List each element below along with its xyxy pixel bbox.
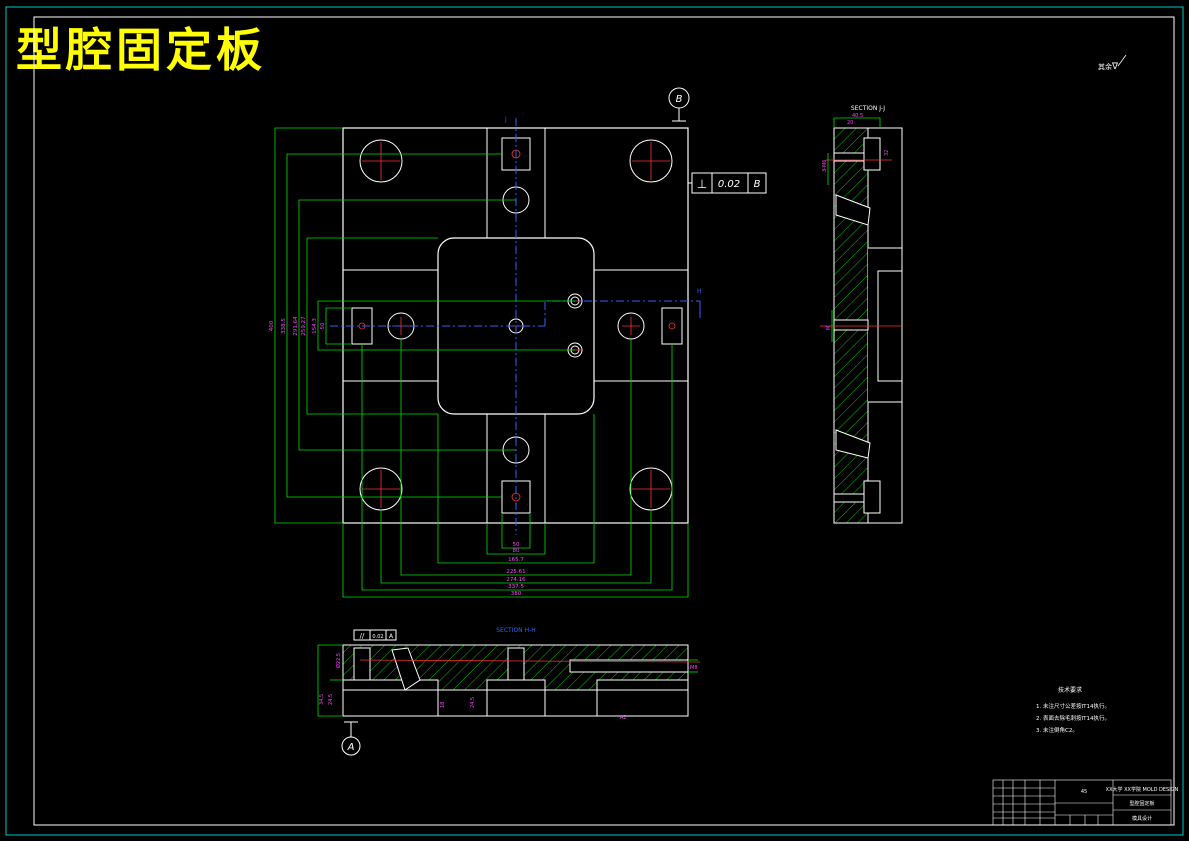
svg-text:154.3: 154.3 [312, 318, 318, 334]
svg-text:M8: M8 [690, 665, 698, 671]
svg-text:400: 400 [269, 320, 275, 331]
svg-text:M: M [826, 326, 832, 330]
section-hh-view: SECTION H-H // 0.02 A A [317, 627, 701, 756]
datum-b-marker: B [668, 87, 690, 122]
svg-text:A2: A2 [620, 715, 627, 721]
svg-text:259.27: 259.27 [301, 316, 307, 336]
svg-text:Ø22.5: Ø22.5 [335, 653, 342, 668]
svg-text:A: A [389, 633, 394, 640]
svg-text:A: A [347, 742, 355, 753]
svg-text://: // [360, 632, 365, 640]
guide-hole-tl [359, 139, 403, 183]
svg-text:J: J [504, 116, 507, 123]
svg-text:20: 20 [847, 120, 853, 126]
svg-text:模具设计: 模具设计 [1132, 815, 1152, 822]
svg-text:18: 18 [440, 702, 446, 708]
svg-text:SECTION H-H: SECTION H-H [496, 627, 536, 634]
svg-text:其余: 其余 [1098, 62, 1112, 71]
svg-text:337.5: 337.5 [508, 584, 524, 590]
plan-view: J H 50 80 165.7 225.6 [269, 87, 767, 598]
svg-text:1. 未注尺寸公差按IT14执行。: 1. 未注尺寸公差按IT14执行。 [1036, 702, 1110, 710]
svg-text:165.7: 165.7 [508, 557, 524, 563]
drawing-title: 型腔固定板 [16, 23, 266, 77]
technical-notes: 技术要求 1. 未注尺寸公差按IT14执行。 2. 表面去除毛刺按IT14执行。… [1036, 686, 1110, 734]
svg-text:3. 未注倒角C2。: 3. 未注倒角C2。 [1036, 726, 1078, 734]
svg-text:274.16: 274.16 [506, 577, 526, 583]
svg-text:291.64: 291.64 [293, 316, 299, 336]
svg-text:50: 50 [320, 322, 326, 329]
svg-text:34.5: 34.5 [319, 694, 325, 705]
svg-text:380: 380 [511, 591, 522, 597]
svg-text:3-M6: 3-M6 [822, 160, 828, 172]
svg-text:B: B [754, 179, 761, 190]
svg-text:225.61: 225.61 [506, 569, 525, 575]
svg-text:∇: ∇ [1111, 62, 1119, 72]
svg-text:XX大学 XX学院 MOLD DESIGN: XX大学 XX学院 MOLD DESIGN [1106, 786, 1179, 793]
inner-frame [33, 16, 1175, 826]
svg-text:H: H [697, 288, 702, 295]
svg-text:B: B [676, 94, 683, 105]
svg-text:2. 表面去除毛刺按IT14执行。: 2. 表面去除毛刺按IT14执行。 [1036, 714, 1110, 722]
svg-text:24.5: 24.5 [470, 697, 476, 708]
svg-text:0.02: 0.02 [372, 634, 383, 640]
svg-text:型腔固定板: 型腔固定板 [1129, 800, 1154, 807]
svg-text:32: 32 [884, 150, 890, 156]
svg-text:45: 45 [1081, 789, 1087, 795]
svg-text:80: 80 [513, 548, 520, 554]
svg-text:⊥: ⊥ [697, 177, 707, 191]
svg-text:24.5: 24.5 [328, 694, 334, 705]
title-block [992, 779, 1172, 826]
datum-a-marker: A [341, 721, 361, 756]
roughness-note: 其余 ∇ [1098, 54, 1127, 72]
svg-text:SECTION J-J: SECTION J-J [851, 105, 885, 112]
svg-text:50: 50 [513, 542, 520, 548]
parallel-frame: // 0.02 A [353, 629, 397, 641]
guide-hole-tr [629, 139, 673, 183]
section-jj-view: SECTION J-J 40.5 20 3-M6 M 32 [820, 105, 903, 524]
outer-frame [5, 6, 1184, 836]
svg-text:40.5: 40.5 [852, 113, 863, 119]
svg-text:0.02: 0.02 [718, 179, 740, 190]
svg-text:338.5: 338.5 [281, 318, 287, 334]
svg-text:技术要求: 技术要求 [1058, 686, 1082, 694]
tolerance-frame: ⊥ 0.02 B [688, 172, 767, 194]
